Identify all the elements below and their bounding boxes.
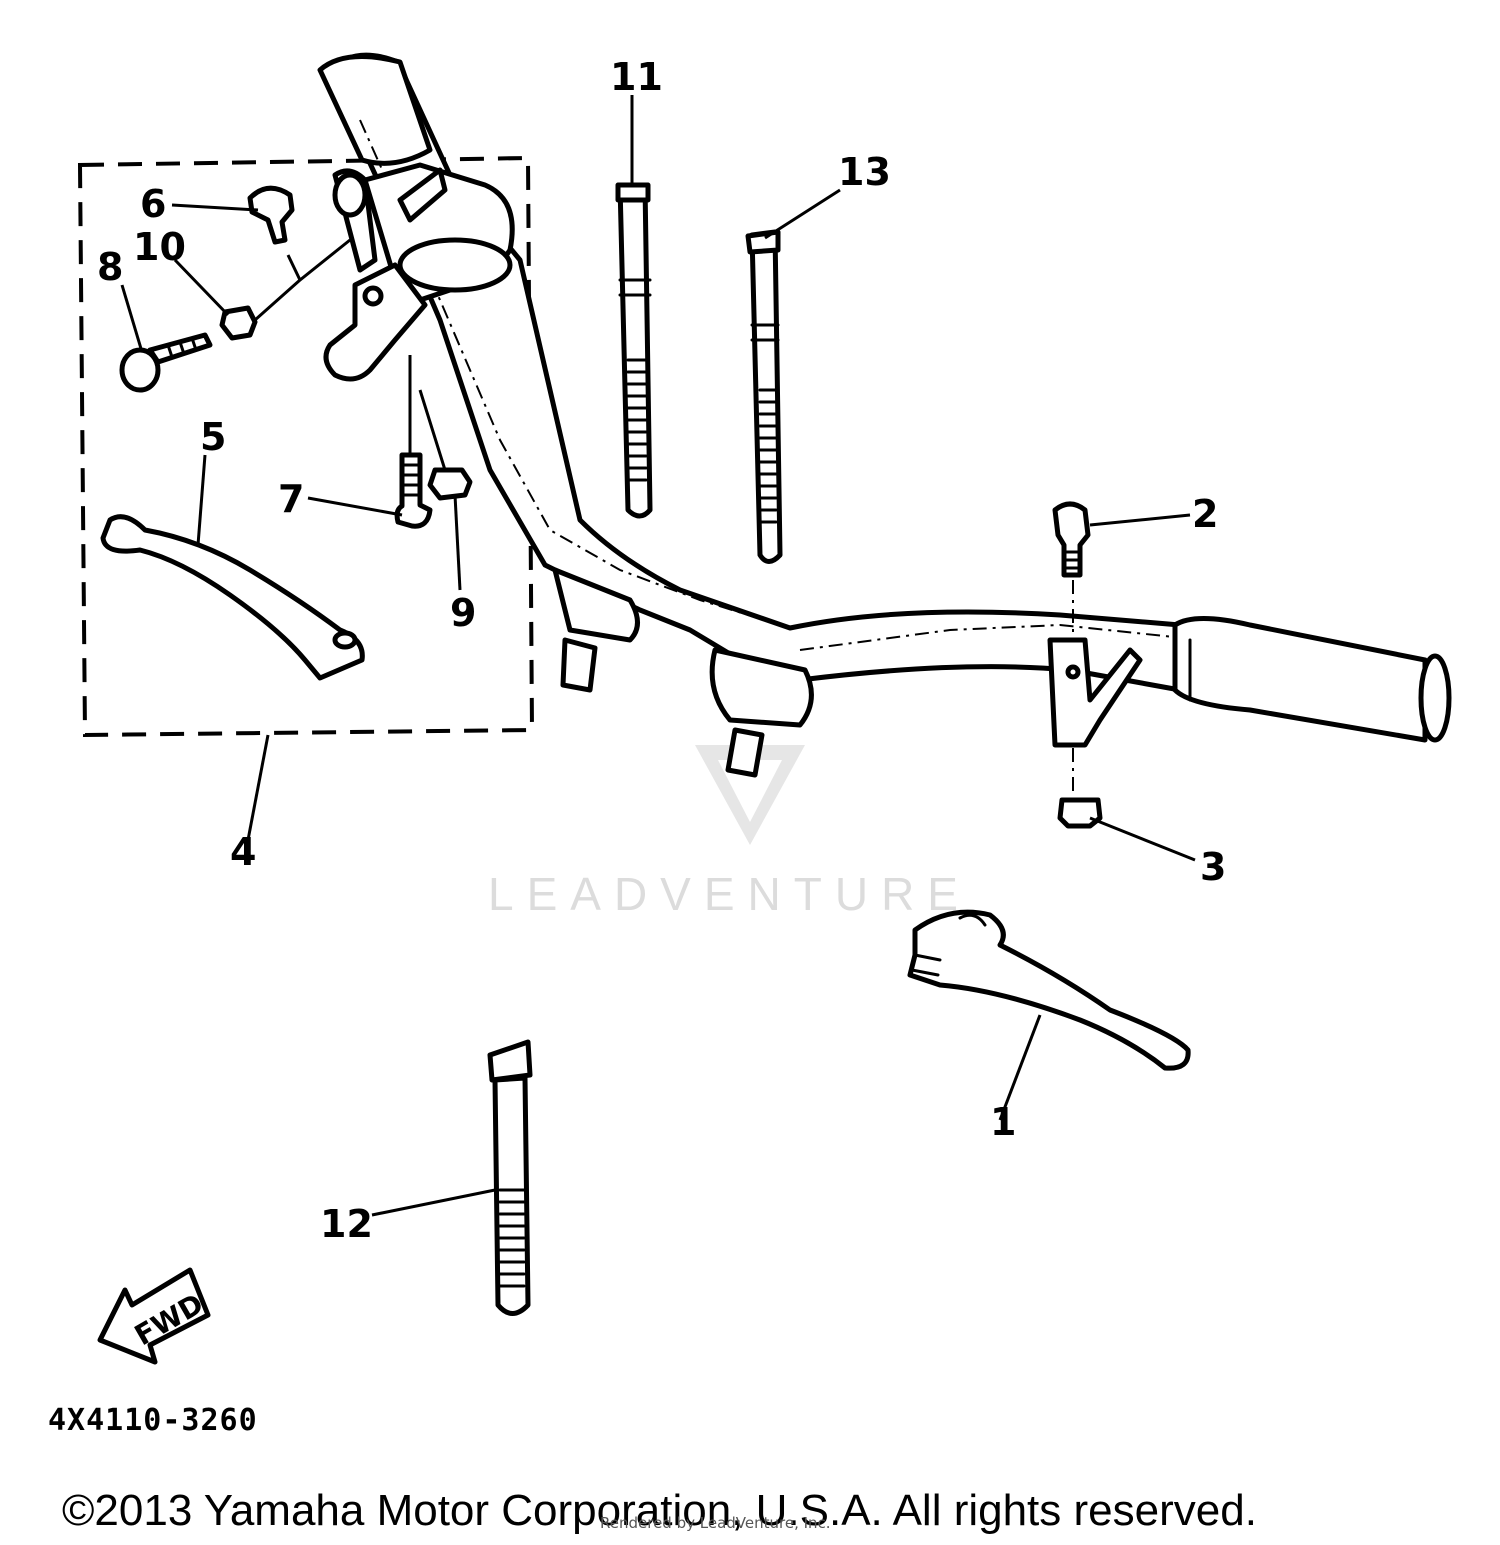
part-13-cable-tie: [745, 229, 783, 564]
part-12-cable-tie: [487, 1039, 533, 1316]
diagram-part-number: 4X4110-3260: [48, 1403, 258, 1438]
lever-assembly-box: [77, 155, 535, 738]
part-10-nut: [219, 305, 258, 341]
handlebar: [317, 52, 1452, 778]
fwd-arrow-icon: FWD: [97, 1267, 211, 1365]
part-8-bolt: [119, 332, 213, 393]
part-2-pivot-bolt: [1052, 501, 1091, 578]
part-6-screw: [247, 185, 295, 245]
callout-4: 4: [230, 830, 256, 874]
part-11-cable-tie: [615, 182, 653, 519]
callout-12: 12: [320, 1202, 373, 1246]
callout-7: 7: [278, 477, 304, 521]
callout-8: 8: [97, 245, 123, 289]
render-credit: Rendered by LeadVenture, Inc.: [600, 1514, 831, 1532]
callout-13: 13: [838, 150, 891, 194]
leader-lines: [120, 95, 1196, 1217]
lever-holder-left: [323, 162, 515, 382]
part-3-nut: [1057, 797, 1103, 829]
part-7-bolt: [394, 452, 433, 529]
callout-labels: 1 2 3 4 5 6 7 8 9 10 11 12 13: [97, 55, 1226, 1246]
callout-6: 6: [140, 182, 166, 226]
callout-9: 9: [450, 591, 476, 635]
callout-1: 1: [990, 1100, 1016, 1144]
callout-2: 2: [1192, 492, 1218, 536]
callout-3: 3: [1200, 845, 1226, 889]
lever-holder-right: [1047, 580, 1143, 795]
callout-10: 10: [133, 225, 186, 269]
part-5-lever: [100, 514, 365, 681]
copyright-notice: ©2013 Yamaha Motor Corporation, U.S.A. A…: [62, 1486, 1257, 1535]
callout-5: 5: [200, 415, 226, 459]
part-9-nut: [427, 467, 473, 501]
leadventure-watermark: LEADVENTURE: [488, 640, 971, 920]
part-1-lever: [907, 909, 1191, 1071]
watermark-text: LEADVENTURE: [488, 868, 971, 920]
callout-11: 11: [610, 55, 663, 99]
